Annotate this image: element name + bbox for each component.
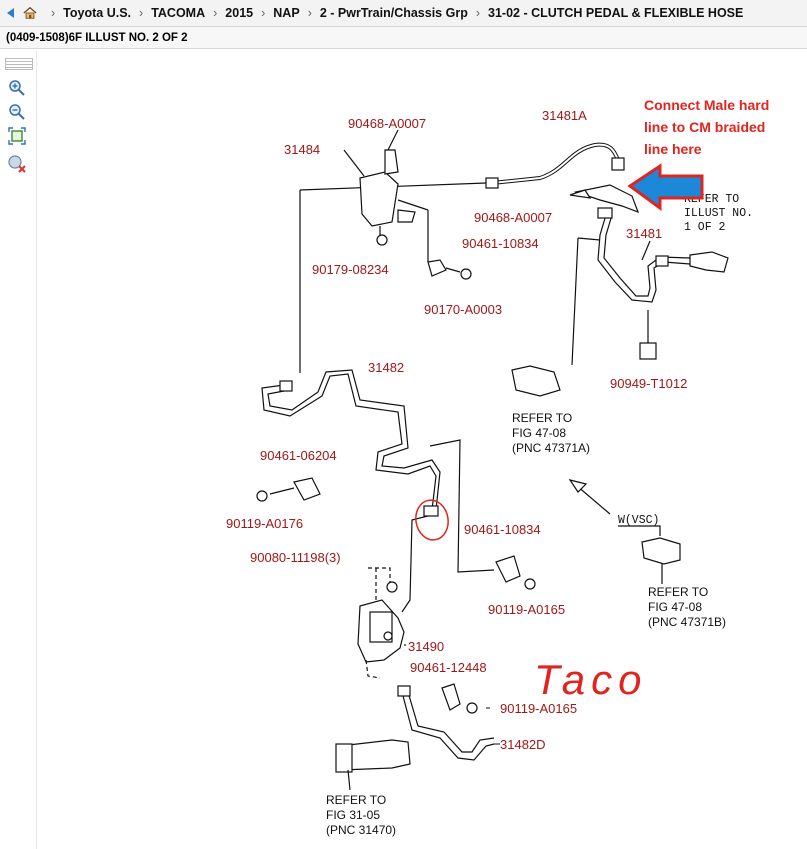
part-90119-A0176[interactable]: 90119-A0176 <box>226 516 303 531</box>
refer-47371b-line2: FIG 47-08 <box>648 600 702 614</box>
zoom-out-icon[interactable] <box>7 102 27 122</box>
annotation-circle <box>415 499 449 541</box>
zoom-in-icon[interactable] <box>7 78 27 98</box>
vsc-label: W(VSC) <box>618 514 659 527</box>
clear-highlight-icon[interactable] <box>7 154 27 174</box>
chevron-right-icon: › <box>51 6 56 20</box>
refer-illust-1-line2: ILLUST NO. <box>684 207 753 220</box>
part-31482D[interactable]: 31482D <box>500 737 546 752</box>
part-31481[interactable]: 31481 <box>626 226 662 241</box>
annotation-note-line3: line here <box>644 141 702 157</box>
chevron-right-icon: › <box>139 6 144 20</box>
breadcrumb-year[interactable]: 2015 <box>225 6 254 20</box>
refer-47371a-line3: (PNC 47371A) <box>512 441 590 455</box>
part-90119-A0165-lower[interactable]: 90119-A0165 <box>500 701 577 716</box>
part-31481A[interactable]: 31481A <box>542 108 587 123</box>
chevron-right-icon: › <box>307 6 312 20</box>
breadcrumb-section[interactable]: 31-02 - CLUTCH PEDAL & FLEXIBLE HOSE <box>488 6 744 20</box>
breadcrumb-model[interactable]: TACOMA <box>151 6 206 20</box>
fit-screen-icon[interactable] <box>7 126 27 146</box>
chevron-right-icon: › <box>475 6 480 20</box>
back-arrow-icon[interactable] <box>3 6 17 20</box>
illustration-title: (0409-1508)6F ILLUST NO. 2 OF 2 <box>0 27 807 49</box>
refer-31470-line2: FIG 31-05 <box>326 808 380 822</box>
part-90080-11198[interactable]: 90080-11198(3) <box>250 550 341 565</box>
grip-handle-icon[interactable] <box>5 58 33 70</box>
part-90179-08234[interactable]: 90179-08234 <box>312 262 389 277</box>
breadcrumb-bar: › Toyota U.S. › TACOMA › 2015 › NAP › 2 … <box>0 0 807 27</box>
refer-47371a-line1: REFER TO <box>512 411 572 425</box>
part-31482[interactable]: 31482 <box>368 360 404 375</box>
refer-47371b-line1: REFER TO <box>648 585 708 599</box>
part-31490[interactable]: 31490 <box>408 639 444 654</box>
refer-31470-line3: (PNC 31470) <box>326 823 396 837</box>
chevron-right-icon: › <box>213 6 218 20</box>
part-90170-A0003[interactable]: 90170-A0003 <box>424 302 502 317</box>
parts-diagram: 31481A 31484 90468-A0007 90468-A0007 314… <box>226 97 769 837</box>
annotation-note-line1: Connect Male hard <box>644 97 769 113</box>
refer-47371b-line3: (PNC 47371B) <box>648 615 726 629</box>
part-90461-10834-lower[interactable]: 90461-10834 <box>464 522 541 537</box>
refer-illust-1-line3: 1 OF 2 <box>684 221 726 234</box>
part-90468-A0007-top[interactable]: 90468-A0007 <box>348 116 426 131</box>
annotation-note-line2: line to CM braided <box>644 119 765 135</box>
breadcrumb-region[interactable]: NAP <box>273 6 300 20</box>
home-icon[interactable] <box>23 6 37 20</box>
part-90461-12448[interactable]: 90461-12448 <box>410 660 487 675</box>
breadcrumb-group[interactable]: 2 - PwrTrain/Chassis Grp <box>319 6 468 20</box>
refer-47371a-line2: FIG 47-08 <box>512 426 566 440</box>
part-90468-A0007-bracket[interactable]: 90468-A0007 <box>474 210 552 225</box>
part-90461-06204[interactable]: 90461-06204 <box>260 448 337 463</box>
part-90949-T1012[interactable]: 90949-T1012 <box>610 376 687 391</box>
breadcrumb-make[interactable]: Toyota U.S. <box>63 6 132 20</box>
part-90119-A0165-upper[interactable]: 90119-A0165 <box>488 602 565 617</box>
part-31484[interactable]: 31484 <box>284 142 320 157</box>
refer-31470-line1: REFER TO <box>326 793 386 807</box>
annotation-handwritten: Taco <box>534 656 648 703</box>
toolbar <box>0 50 37 849</box>
annotation-arrow-icon <box>627 163 704 211</box>
part-90461-10834-upper[interactable]: 90461-10834 <box>462 236 539 251</box>
chevron-right-icon: › <box>261 6 266 20</box>
